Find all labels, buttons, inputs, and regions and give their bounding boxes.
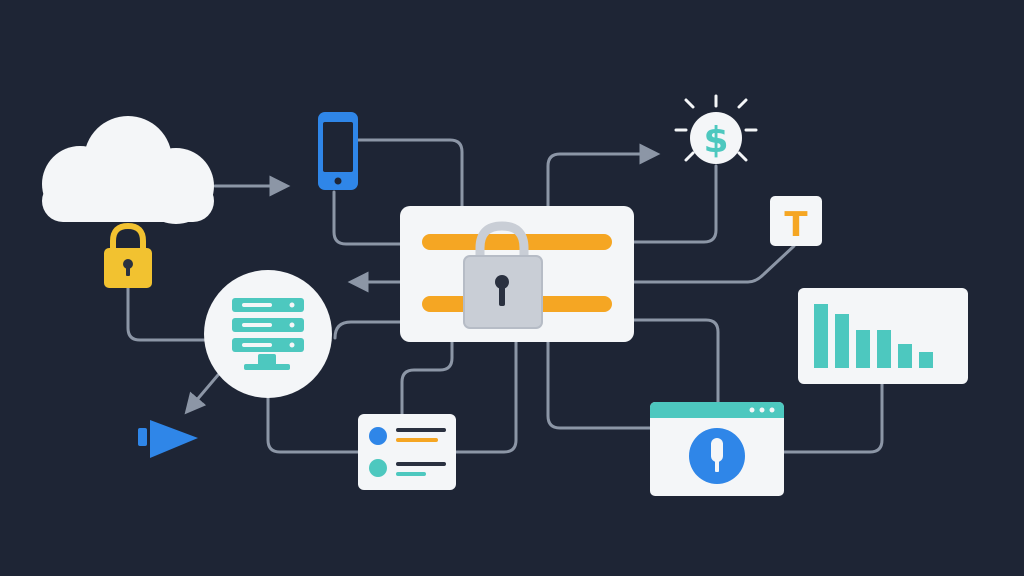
- text-font-icon: T: [770, 196, 822, 246]
- connector-phone-top: [356, 138, 464, 208]
- chart-bar: [919, 352, 933, 368]
- connector-dollar-down: [632, 164, 718, 244]
- central-security-card: [400, 206, 634, 342]
- connector-card-browser-top: [632, 318, 720, 404]
- window-dot-1: [749, 407, 755, 413]
- chart-bar: [898, 344, 912, 368]
- dollar-symbol: $: [703, 120, 728, 161]
- connector-list-top: [400, 340, 454, 416]
- bar-chart-icon: [798, 288, 968, 384]
- browser-window: [650, 402, 784, 496]
- connector-database-card: [333, 320, 402, 340]
- window-dot-2: [759, 407, 765, 413]
- cloud-icon: [42, 116, 214, 224]
- smartphone-icon: [318, 112, 358, 190]
- connector-database-list: [266, 396, 360, 454]
- connector-chart-browser: [782, 382, 884, 454]
- connector-text-icon: [632, 244, 796, 284]
- connector-database-play: [184, 373, 220, 415]
- chart-bar: [814, 304, 828, 368]
- play-arrow-icon: [138, 420, 198, 458]
- window-dot-3: [769, 407, 775, 413]
- padlock-icon: [104, 222, 152, 288]
- connector-list-right: [454, 340, 518, 454]
- chart-bar: [877, 330, 891, 368]
- user-list-icon: [358, 414, 456, 490]
- connector-phone-bottom: [332, 190, 402, 246]
- connector-dollar-arrow: [546, 143, 661, 208]
- font-symbol: T: [784, 205, 808, 245]
- connector-padlock-database: [126, 286, 207, 342]
- dollar-icon: $: [674, 94, 758, 164]
- chart-bar: [835, 314, 849, 368]
- card-bar-top: [422, 234, 612, 250]
- microphone-icon: [689, 428, 745, 484]
- central-padlock-icon: [463, 221, 543, 329]
- connector-card-browser: [546, 340, 652, 430]
- chart-bars: [814, 304, 933, 368]
- connectors: [126, 138, 884, 454]
- chart-bar: [856, 330, 870, 368]
- database-server-icon: [204, 270, 332, 398]
